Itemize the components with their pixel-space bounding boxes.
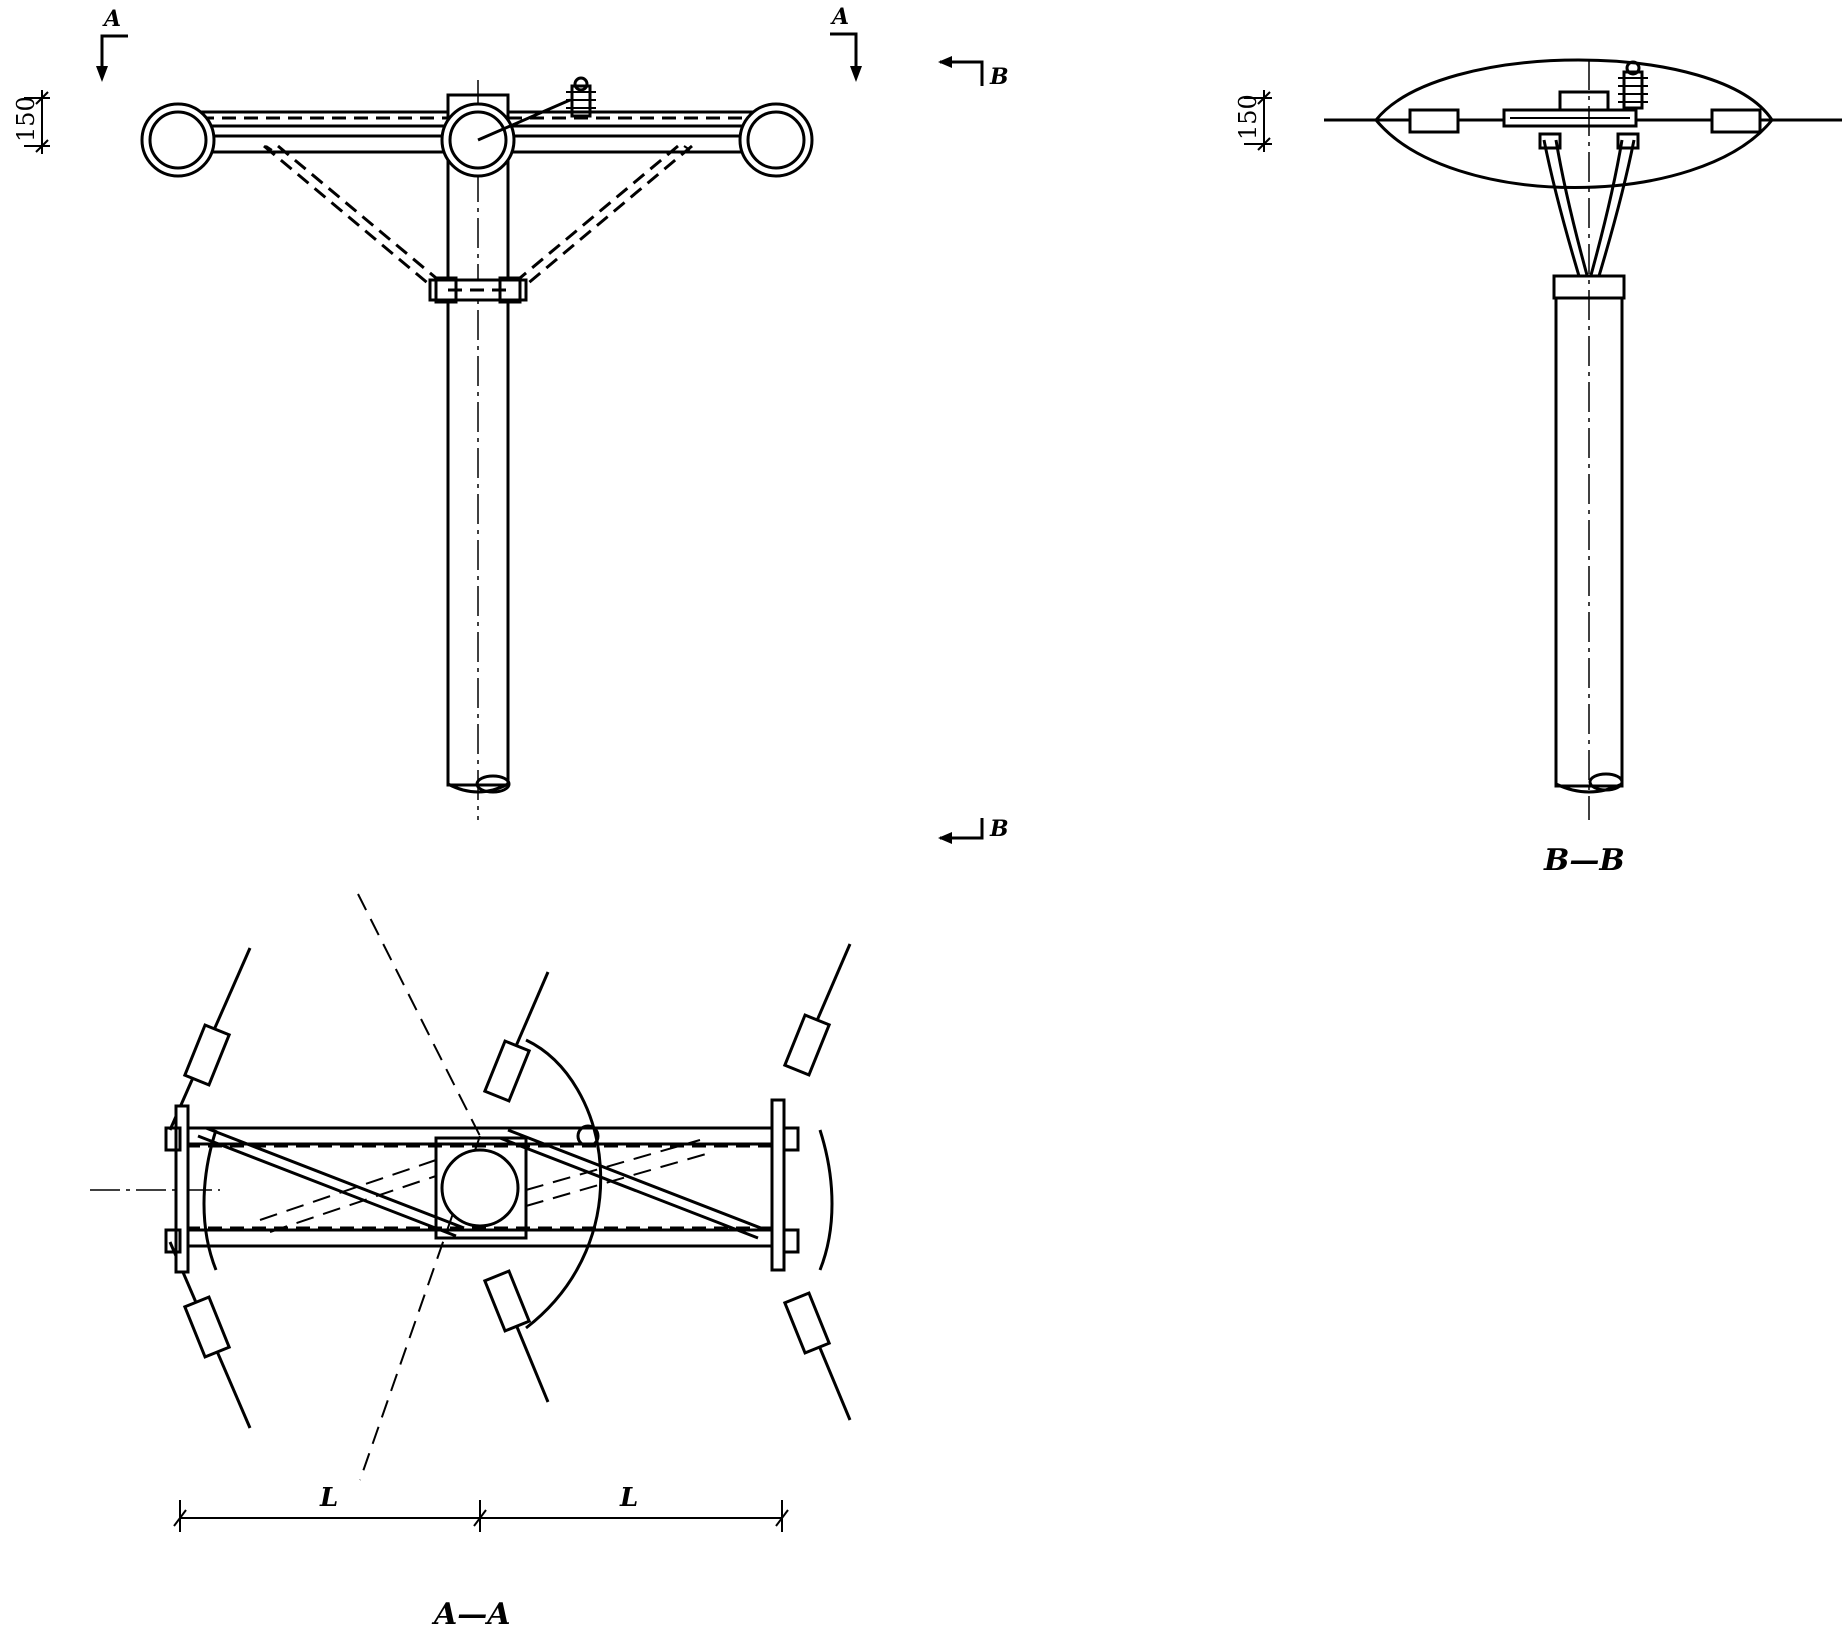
insulator-aa-left-top — [182, 1023, 232, 1087]
dimension-150-front: 150 — [12, 90, 50, 154]
construction-line-1 — [357, 893, 481, 1137]
section-aa-title: A—A — [431, 1597, 511, 1631]
pole-front — [446, 80, 511, 820]
section-cut-b-top: B — [938, 56, 1009, 90]
insulator-aa-right-bottom — [782, 1291, 832, 1355]
diagonal-braces-aa — [197, 1124, 767, 1240]
cut-b-bottom-label: B — [989, 816, 1009, 842]
pin-insulator-front — [477, 76, 596, 142]
jumper-arc-aa — [525, 1038, 603, 1330]
section-bb-title: B—B — [1543, 843, 1625, 878]
cut-a-right-label: A — [830, 4, 849, 30]
crossarm-braces — [263, 144, 693, 292]
dim-l-right: L — [619, 1483, 638, 1513]
insulator-aa-left-bottom — [182, 1295, 232, 1359]
insulator-aa-center-bottom — [482, 1269, 532, 1333]
dim-l-left: L — [319, 1483, 338, 1513]
insulator-aa-center-top — [482, 1039, 532, 1103]
dimension-150-bb: 150 — [1234, 90, 1272, 152]
strain-insulator-right — [1710, 108, 1762, 134]
section-cut-b-bottom: B — [938, 816, 1009, 844]
crossarm-frame-aa — [164, 1098, 800, 1274]
pole-section-aa — [440, 1148, 520, 1228]
dimension-l-aa: L L — [173, 1483, 789, 1532]
cut-a-left-label: A — [102, 6, 121, 32]
jumper-loop — [1374, 58, 1774, 189]
section-cut-a-right: A — [830, 4, 862, 82]
pole-clamp — [428, 276, 528, 304]
pole-bb — [1554, 60, 1624, 820]
section-aa-view: L L A—A — [90, 893, 852, 1631]
insulator-aa-right-top — [782, 1013, 832, 1077]
insulator-right-front — [738, 102, 814, 178]
strain-insulator-left — [1408, 108, 1460, 134]
cut-b-top-label: B — [989, 64, 1009, 90]
pin-insulator-bb — [1618, 60, 1648, 110]
insulator-left-front — [140, 102, 216, 178]
front-view: A A B B 150 — [12, 4, 1009, 844]
dim-150-bb-text: 150 — [1234, 94, 1262, 140]
dim-150-front-text: 150 — [12, 96, 40, 142]
section-bb-view: 150 — [1234, 58, 1842, 878]
section-cut-a-left: A — [96, 6, 128, 82]
braces-bb — [1538, 132, 1640, 287]
